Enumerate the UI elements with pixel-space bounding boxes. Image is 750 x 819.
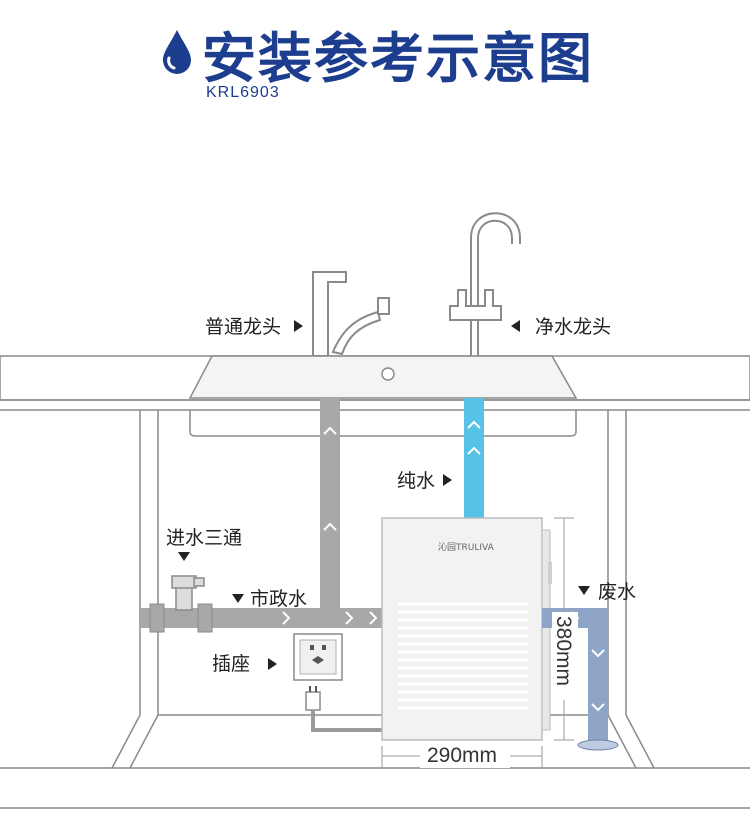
device-brand: 沁园TRULIVA <box>438 542 495 553</box>
pointer-down-icon <box>232 594 244 603</box>
power-cable <box>305 686 382 732</box>
pointer-right-icon <box>268 658 277 670</box>
pointer-right-icon <box>294 320 303 332</box>
socket-icon <box>293 633 343 681</box>
pointer-down-icon <box>578 586 590 595</box>
width-label: 290mm <box>427 744 497 767</box>
pure-faucet-icon <box>449 212 521 356</box>
pure-water-pipe <box>464 398 484 520</box>
pointer-right-icon <box>443 474 452 486</box>
cabinet <box>0 410 750 809</box>
water-drop-icon <box>163 30 191 74</box>
sink <box>188 355 578 437</box>
socket-label: 插座 <box>212 653 250 675</box>
tap-water-pipe <box>140 398 382 633</box>
pure-faucet-label: 净水龙头 <box>535 316 611 338</box>
normal-faucet-label: 普通龙头 <box>205 316 281 338</box>
pointer-left-icon <box>511 320 520 332</box>
header: 安装参考示意图 KRL6903 <box>0 0 750 110</box>
model-number: KRL6903 <box>206 84 280 101</box>
inlet-tee-valve-icon <box>171 575 205 611</box>
purifier-device: 沁园TRULIVA <box>381 517 552 741</box>
waste-water-label: 废水 <box>598 581 636 603</box>
page-title: 安装参考示意图 <box>202 27 594 90</box>
tap-water-label: 市政水 <box>250 588 307 610</box>
height-label: 380mm <box>552 616 575 686</box>
pointer-down-icon <box>178 552 190 561</box>
pure-water-label: 纯水 <box>397 470 435 492</box>
normal-faucet-icon <box>312 271 390 357</box>
inlet-tee-label: 进水三通 <box>166 527 242 549</box>
